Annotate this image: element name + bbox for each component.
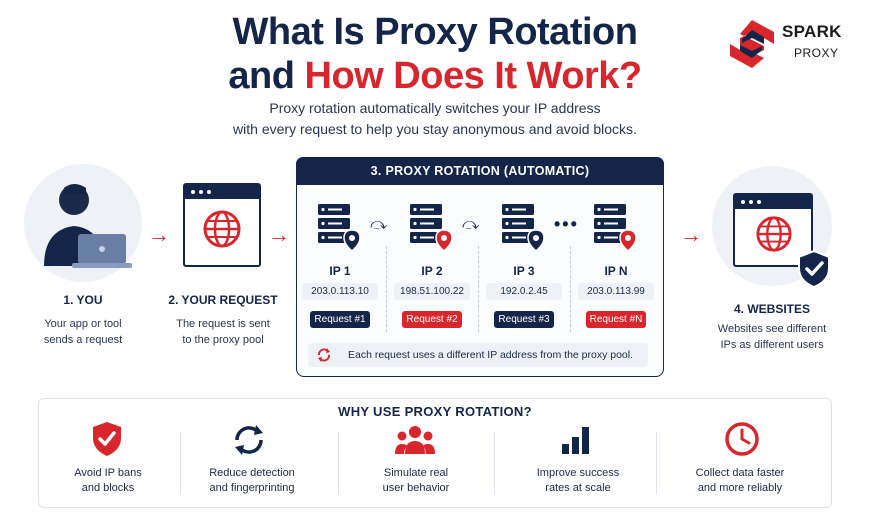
ip-label: IP N	[604, 264, 628, 278]
request-badge: Request #2	[402, 311, 462, 328]
step-websites-title: 4. WEBSITES	[733, 302, 810, 316]
curved-arrow-icon: ⤼	[462, 216, 480, 233]
arrow-right-icon: →	[148, 222, 170, 247]
step-websites-desc: Websites see different IPs as different …	[717, 323, 827, 351]
request-badge: Request #3	[494, 311, 554, 328]
shield-check-icon	[798, 249, 830, 289]
divider	[494, 432, 495, 494]
page-title: What Is Proxy Rotation and How Does It W…	[0, 10, 870, 98]
logo-name: SPARK	[782, 22, 842, 41]
divider	[180, 432, 181, 494]
clock-icon	[725, 422, 759, 456]
step-request-title: 2. YOUR REQUEST	[168, 293, 278, 307]
ip-address: 203.0.113.99	[578, 283, 654, 300]
ip-address: 203.0.113.10	[302, 283, 378, 300]
request-badge: Request #1	[310, 311, 370, 328]
server-icon	[594, 204, 637, 252]
divider	[656, 432, 657, 494]
server-icon	[318, 204, 361, 252]
rotation-note: Each request uses a different IP address…	[308, 343, 648, 367]
title-line-2: and How Does It Work?	[228, 55, 643, 97]
why-title: WHY USE PROXY ROTATION?	[338, 404, 532, 419]
ellipsis-icon: •••	[554, 214, 579, 234]
title-highlight: How Does It Work?	[304, 55, 643, 97]
step-you-title: 1. YOU	[63, 293, 103, 307]
browser-window-icon	[183, 183, 261, 267]
arrow-right-icon: →	[680, 222, 702, 247]
title-line-1: What Is Proxy Rotation	[232, 11, 638, 53]
ip-label: IP 2	[421, 264, 443, 278]
divider	[478, 246, 479, 332]
step-you-desc: Your app or tool sends a request	[43, 318, 123, 346]
proxy-rotation-panel	[296, 157, 664, 377]
globe-icon	[203, 210, 241, 248]
divider	[570, 246, 571, 332]
server-icon	[502, 204, 545, 252]
subtitle: Proxy rotation automatically switches yo…	[233, 100, 637, 137]
ip-label: IP 1	[329, 264, 351, 278]
refresh-icon	[235, 425, 263, 455]
server-icon	[410, 204, 453, 252]
refresh-icon	[318, 348, 330, 362]
curved-arrow-icon: ⤼	[370, 216, 388, 233]
arrow-right-icon: →	[268, 222, 290, 247]
divider	[386, 246, 387, 332]
user-laptop-icon	[44, 184, 132, 268]
logo-sub: PROXY	[794, 46, 839, 60]
why-panel	[38, 398, 832, 508]
step-request-desc: The request is sent to the proxy pool	[176, 318, 270, 346]
shield-check-icon	[93, 422, 121, 456]
globe-icon	[756, 216, 792, 252]
browser-window-icon	[733, 193, 813, 267]
ip-address: 192.0.2.45	[486, 283, 562, 300]
request-badge: Request #N	[586, 311, 646, 328]
ip-address: 198.51.100.22	[394, 283, 470, 300]
bar-chart-icon	[562, 427, 589, 454]
proxy-rotation-title: 3. PROXY ROTATION (AUTOMATIC)	[296, 157, 664, 185]
users-icon	[395, 426, 435, 454]
ip-label: IP 3	[513, 264, 535, 278]
logo-mark-icon	[730, 20, 774, 68]
spark-proxy-logo: SPARK PROXY	[728, 16, 858, 72]
divider	[338, 432, 339, 494]
